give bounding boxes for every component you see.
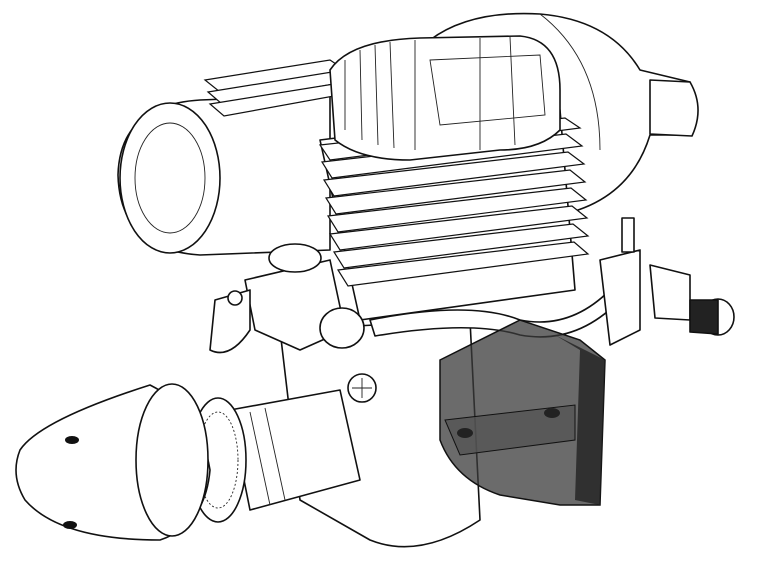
crankcase [279, 319, 481, 548]
carburetor [209, 243, 365, 354]
backplate [439, 319, 606, 506]
rear-fins [203, 59, 347, 117]
needle-valve-fitting [599, 217, 735, 346]
spinner-cone [15, 383, 211, 541]
rear-housing [117, 94, 331, 256]
cylinder-head [329, 35, 561, 161]
